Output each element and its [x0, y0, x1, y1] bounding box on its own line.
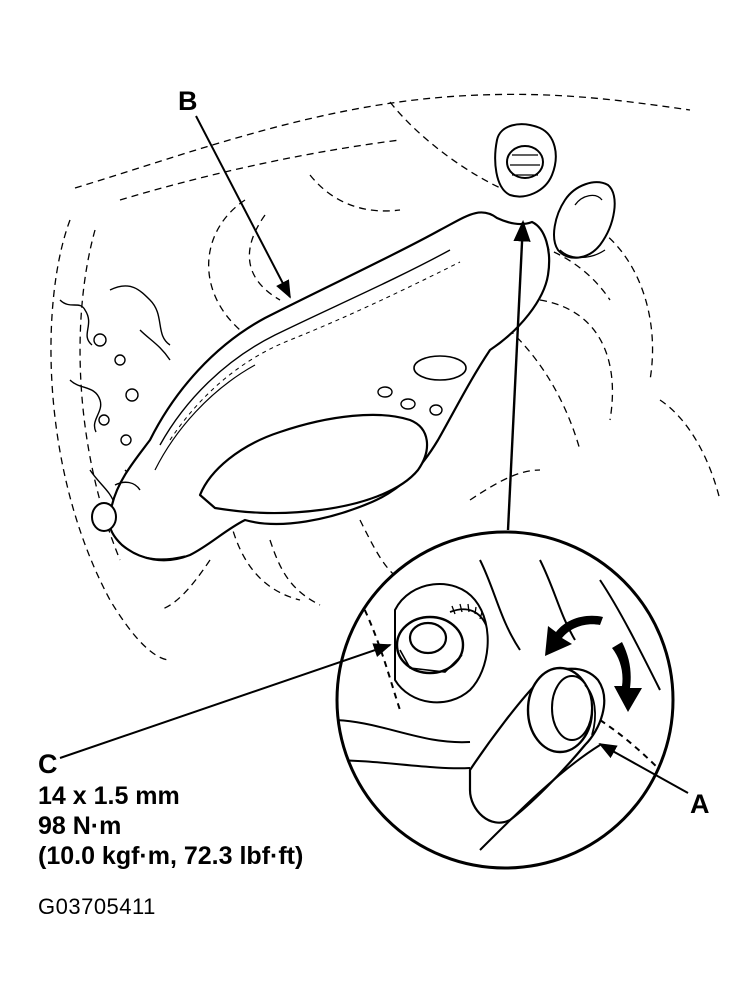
- caliper-detail: [59, 285, 171, 506]
- leader-a: [598, 743, 689, 794]
- callout-c-label: C: [38, 749, 58, 779]
- torque-alt-text: (10.0 kgf·m, 72.3 lbf·ft): [38, 842, 304, 870]
- upper-arm: [91, 211, 551, 562]
- leader-b: [195, 115, 291, 299]
- callout-b-label: B: [178, 86, 198, 116]
- rotation-arrows: [545, 615, 642, 712]
- detail-pointer-arrow: [506, 219, 531, 531]
- upper-mount: [494, 123, 616, 259]
- leader-c: [59, 643, 392, 759]
- callout-a-label: A: [690, 789, 710, 819]
- detail-inset: [337, 559, 671, 851]
- figure-code: G03705411: [38, 894, 156, 919]
- bolt-size-text: 14 x 1.5 mm: [38, 782, 180, 810]
- torque-text: 98 N·m: [38, 812, 122, 840]
